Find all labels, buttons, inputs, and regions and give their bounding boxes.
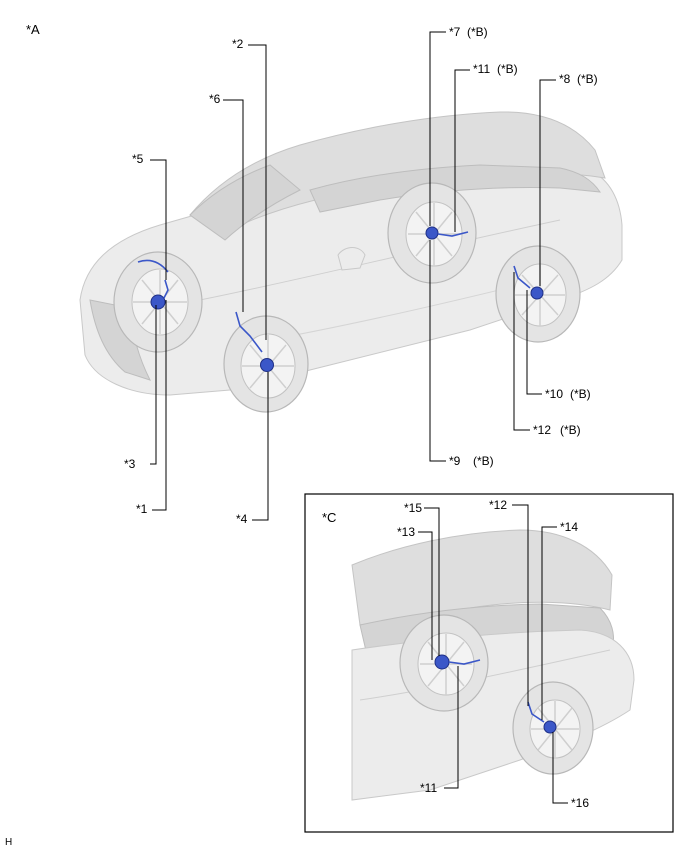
callout-7-sub: (*B): [467, 25, 488, 39]
inset-rear-right-harness: [527, 701, 545, 723]
rear-left-sensor-harness: [437, 231, 469, 237]
callout-labels-inset: *C *15 *13 *12 *14 *11 *16: [322, 498, 589, 810]
callout-6: *6: [209, 92, 221, 106]
rear-left-speed-sensor: [425, 226, 439, 240]
inset-callout-12: *12: [489, 498, 507, 512]
callout-12: *12: [533, 423, 551, 437]
inset-view-c: *C *15 *13 *12 *14 *11 *16: [304, 493, 674, 833]
front-left-sensor-harness: [163, 279, 169, 299]
front-right-speed-sensor-rotor: [260, 358, 274, 372]
leader-lines-inset: [418, 504, 568, 804]
vehicle-illustration-main: [79, 111, 623, 396]
callout-4: *4: [236, 512, 248, 526]
illustration-code: H: [5, 837, 12, 848]
vehicle-body-crease: [199, 219, 561, 301]
callout-1: *1: [136, 502, 148, 516]
inset-rear-left-sensor: [434, 654, 450, 670]
view-label-c: *C: [322, 510, 336, 525]
callout-5: *5: [132, 152, 144, 166]
callout-8: *8: [559, 72, 571, 86]
front-left-speed-sensor-rotor: [150, 294, 166, 310]
side-mirror: [337, 247, 366, 271]
callout-11: *11: [473, 62, 490, 76]
front-right-sensor-harness: [235, 311, 263, 353]
callout-7: *7: [449, 25, 461, 39]
callout-12-sub: (*B): [560, 423, 581, 437]
view-label-a: *A: [26, 22, 40, 37]
callout-8-sub: (*B): [577, 72, 598, 86]
inset-rear-left-harness: [448, 659, 481, 665]
callout-2: *2: [232, 37, 244, 51]
callout-labels-main: *A *2 *6 *5 *3 *1 *4 *7 (*B) *11 (*B) *8…: [26, 22, 598, 526]
leader-lines-main: [150, 31, 556, 521]
inset-rear-right-sensor: [543, 720, 557, 734]
callout-10-sub: (*B): [570, 387, 591, 401]
callout-9: *9: [449, 454, 461, 468]
callout-9-sub: (*B): [473, 454, 494, 468]
inset-callout-14: *14: [560, 520, 578, 534]
callout-3: *3: [124, 457, 136, 471]
inset-callout-16: *16: [571, 796, 589, 810]
vehicle-windshield: [189, 164, 301, 241]
inset-callout-11: *11: [420, 781, 437, 795]
inset-callout-15: *15: [404, 501, 422, 515]
rear-right-speed-sensor: [530, 286, 544, 300]
sensor-parts-main: [137, 226, 544, 372]
rear-right-sensor-harness: [513, 265, 531, 289]
callout-11-sub: (*B): [497, 62, 518, 76]
callout-10: *10: [545, 387, 563, 401]
inset-callout-13: *13: [397, 525, 415, 539]
